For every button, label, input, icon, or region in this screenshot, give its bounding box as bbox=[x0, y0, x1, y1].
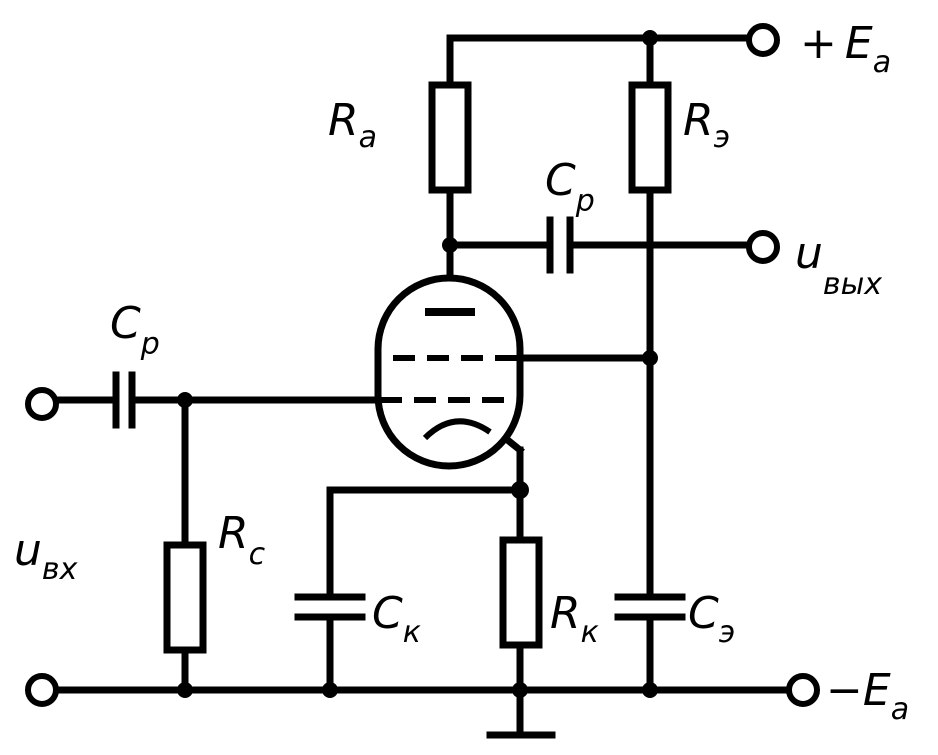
capacitor-ce bbox=[614, 593, 686, 621]
pentode-tube bbox=[374, 274, 524, 470]
label-ra: Ra bbox=[328, 95, 377, 155]
label-plus-ea: +Ea bbox=[800, 18, 891, 80]
label-cp-in: Cp bbox=[110, 298, 160, 362]
terminal-input-top bbox=[25, 387, 59, 421]
label-cp-out: Cp bbox=[545, 155, 595, 219]
label-minus-ea: −Ea bbox=[826, 665, 909, 727]
cathode bbox=[422, 418, 492, 441]
label-rc: Rc bbox=[218, 508, 266, 572]
resistor-rc bbox=[163, 541, 207, 654]
capacitor-cp-in bbox=[112, 371, 136, 429]
resistor-re bbox=[628, 81, 672, 194]
label-u-in: uвх bbox=[14, 525, 78, 587]
resistor-ra bbox=[428, 81, 472, 194]
junction-dots bbox=[177, 30, 658, 698]
terminal-minus-ea bbox=[786, 673, 820, 707]
capacitor-ck bbox=[294, 593, 366, 621]
terminal-input-bottom bbox=[25, 673, 59, 707]
label-re: Rэ bbox=[683, 95, 730, 155]
resistor-rk bbox=[499, 536, 543, 649]
label-rk: Rк bbox=[550, 588, 599, 650]
capacitor-cp-out bbox=[546, 216, 574, 274]
terminal-output bbox=[746, 230, 780, 264]
terminal-plus-ea bbox=[746, 23, 780, 57]
label-ce: Cэ bbox=[688, 588, 735, 650]
label-ck: Cк bbox=[372, 588, 421, 650]
label-u-out: uвых bbox=[795, 228, 882, 302]
